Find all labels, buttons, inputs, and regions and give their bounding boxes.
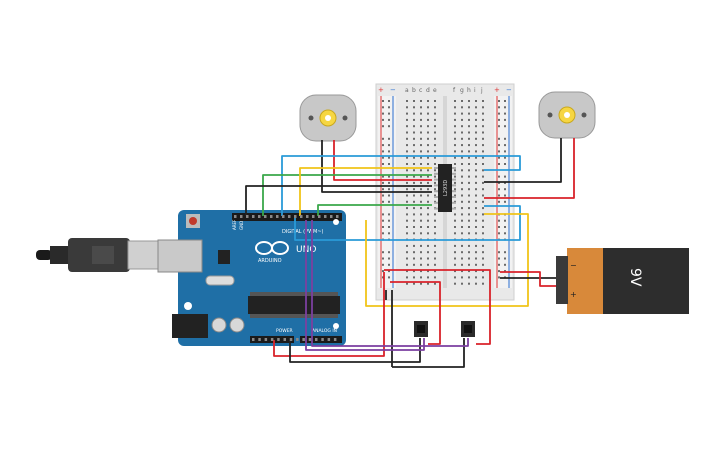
capacitor: [229, 317, 245, 333]
wire-black: [321, 140, 432, 193]
battery-minus: −: [570, 261, 577, 270]
wire-red: [333, 140, 432, 181]
wire-green: [262, 174, 432, 216]
svg-text:f: f: [453, 87, 456, 94]
rail-minus-left: −: [390, 86, 396, 94]
rail-minus-right: −: [506, 86, 512, 94]
rail-plus-right: +: [494, 86, 500, 94]
wire-black: [484, 138, 562, 183]
usb-jack: [157, 239, 203, 273]
svg-text:h: h: [467, 87, 471, 94]
motor-right[interactable]: [538, 91, 596, 139]
rail-plus-left: +: [378, 86, 384, 94]
digital-label: DIGITAL (PWM~): [282, 229, 324, 235]
arduino-pins: [234, 215, 339, 341]
wire-yellow: [365, 213, 529, 307]
svg-text:b: b: [412, 87, 416, 94]
battery-plus: +: [570, 290, 577, 299]
column-letters-right: f g h i j: [453, 87, 483, 94]
ic-pins: [434, 167, 456, 210]
battery-label: 9V: [627, 268, 643, 287]
power-label: POWER: [276, 328, 293, 334]
svg-text:d: d: [426, 87, 430, 94]
digital-header: [232, 213, 342, 221]
svg-text:e: e: [433, 87, 437, 94]
motor-left[interactable]: [299, 94, 357, 142]
power-jack: [172, 314, 208, 338]
svg-text:a: a: [405, 87, 409, 94]
wire-green: [317, 204, 432, 216]
wire-red: [500, 271, 556, 287]
wire-purple: [311, 220, 469, 347]
analog-header: [300, 336, 342, 343]
motor-driver-ic[interactable]: L293D: [434, 164, 456, 212]
wire-yellow: [299, 167, 432, 216]
wire-red: [390, 281, 441, 345]
battery-9v[interactable]: + − 9V: [556, 248, 689, 314]
svg-text:g: g: [460, 87, 464, 94]
breadboard-holes: [382, 100, 506, 285]
svg-text:i: i: [474, 87, 476, 94]
ir-sensor-left[interactable]: [414, 321, 428, 337]
wire-blue: [294, 205, 521, 241]
svg-text:j: j: [480, 87, 483, 94]
ir-sensor-right[interactable]: [461, 321, 475, 337]
wire-purple: [305, 220, 425, 351]
wire-red: [273, 272, 385, 357]
ic-label: L293D: [443, 180, 449, 196]
gnd-label: GND: [239, 221, 244, 230]
arduino-board[interactable]: ARDUINO UNO DIGITAL (PWM~) POWER ANALOG …: [157, 210, 346, 346]
column-letters-left: a b c d e: [405, 87, 437, 94]
analog-label: ANALOG IN: [312, 328, 337, 334]
wire-black: [392, 338, 465, 368]
aref-label: AREF: [232, 219, 237, 230]
atmega-chip: [248, 296, 340, 314]
wires: [245, 138, 575, 368]
svg-text:c: c: [419, 87, 422, 94]
wire-red: [484, 138, 575, 199]
usb-cable: [36, 238, 159, 272]
capacitor: [211, 317, 227, 333]
wire-black: [245, 185, 432, 216]
wire-blue: [281, 155, 521, 216]
wire-red: [384, 269, 491, 345]
arduino-brand-text: ARDUINO: [258, 258, 282, 264]
arduino-logo: [255, 241, 289, 255]
